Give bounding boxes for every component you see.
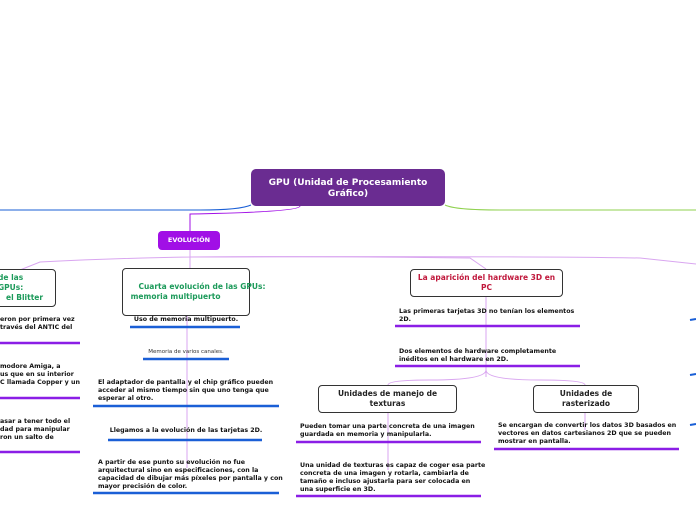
left-header-line2: el Blitter	[6, 293, 44, 302]
root-title: GPU (Unidad de Procesamiento Gráfico)	[268, 178, 428, 199]
texturas-header-text: Unidades de manejo de texturas	[337, 389, 438, 408]
link-evolucion-right	[189, 256, 696, 265]
cuarta-item-2[interactable]: Memoria de varios canales.	[148, 349, 224, 355]
left-item-3[interactable]: asar a tener todo el dad para manipular …	[0, 418, 71, 441]
cuarta-item-1[interactable]: Uso de memoria multipuerto.	[133, 316, 239, 323]
root-node[interactable]: GPU (Unidad de Procesamiento Gráfico)	[251, 169, 445, 206]
rasterizado-item-1[interactable]: Se encargan de convertir los datos 3D ba…	[498, 422, 677, 445]
edge-stub-1	[689, 318, 696, 321]
evolucion-label: EVOLUCIÓN	[167, 236, 211, 244]
evolucion-node[interactable]: EVOLUCIÓN	[158, 231, 220, 250]
rasterizado-header-text: Unidades de rasterizado	[559, 389, 613, 408]
edge-stub-2	[689, 373, 696, 376]
cuarta-item-3[interactable]: El adaptador de pantalla y el chip gráfi…	[98, 379, 274, 402]
texturas-item-1[interactable]: Pueden tomar una parte concreta de una i…	[300, 423, 475, 438]
branch-blue	[0, 204, 252, 211]
cuarta-header-text: Cuarta evolución de las GPUs: memoria mu…	[130, 282, 266, 301]
hw3d-header-text: La aparición del hardware 3D en PC	[417, 273, 556, 292]
cuarta-header-node[interactable]: Cuarta evolución de las GPUs: memoria mu…	[122, 268, 265, 316]
hw3d-item-2[interactable]: Dos elementos de hardware completamente …	[399, 348, 557, 363]
link-hw3d-texturas	[387, 369, 487, 386]
left-header-line1: de las GPUs:	[0, 273, 24, 292]
link-hw3d-rasterizado	[485, 369, 586, 386]
rasterizado-header-node[interactable]: Unidades de rasterizado	[533, 385, 639, 413]
texturas-header-node[interactable]: Unidades de manejo de texturas	[318, 385, 457, 413]
texturas-item-2[interactable]: Una unidad de texturas es capaz de coger…	[300, 462, 486, 493]
hw3d-item-1[interactable]: Las primeras tarjetas 3D no tenían los e…	[399, 308, 575, 323]
cuarta-item-4[interactable]: Llegamos a la evolución de las tarjetas …	[109, 427, 263, 434]
hw3d-header-node[interactable]: La aparición del hardware 3D en PC	[410, 269, 563, 297]
branch-green	[444, 204, 696, 211]
link-evolucion-hw3d	[189, 250, 487, 270]
cuarta-item-5[interactable]: A partir de ese punto su evolución no fu…	[98, 459, 283, 490]
left-item-2[interactable]: modore Amiga, a us que en su interior C …	[0, 363, 80, 386]
edge-stub-3	[689, 423, 696, 426]
left-item-1[interactable]: eron por primera vez través del ANTIC de…	[0, 316, 75, 331]
link-root-evolucion	[189, 205, 301, 231]
link-evolucion-left	[19, 250, 191, 271]
left-header-node[interactable]: de las GPUs: el Blitter	[0, 269, 56, 307]
